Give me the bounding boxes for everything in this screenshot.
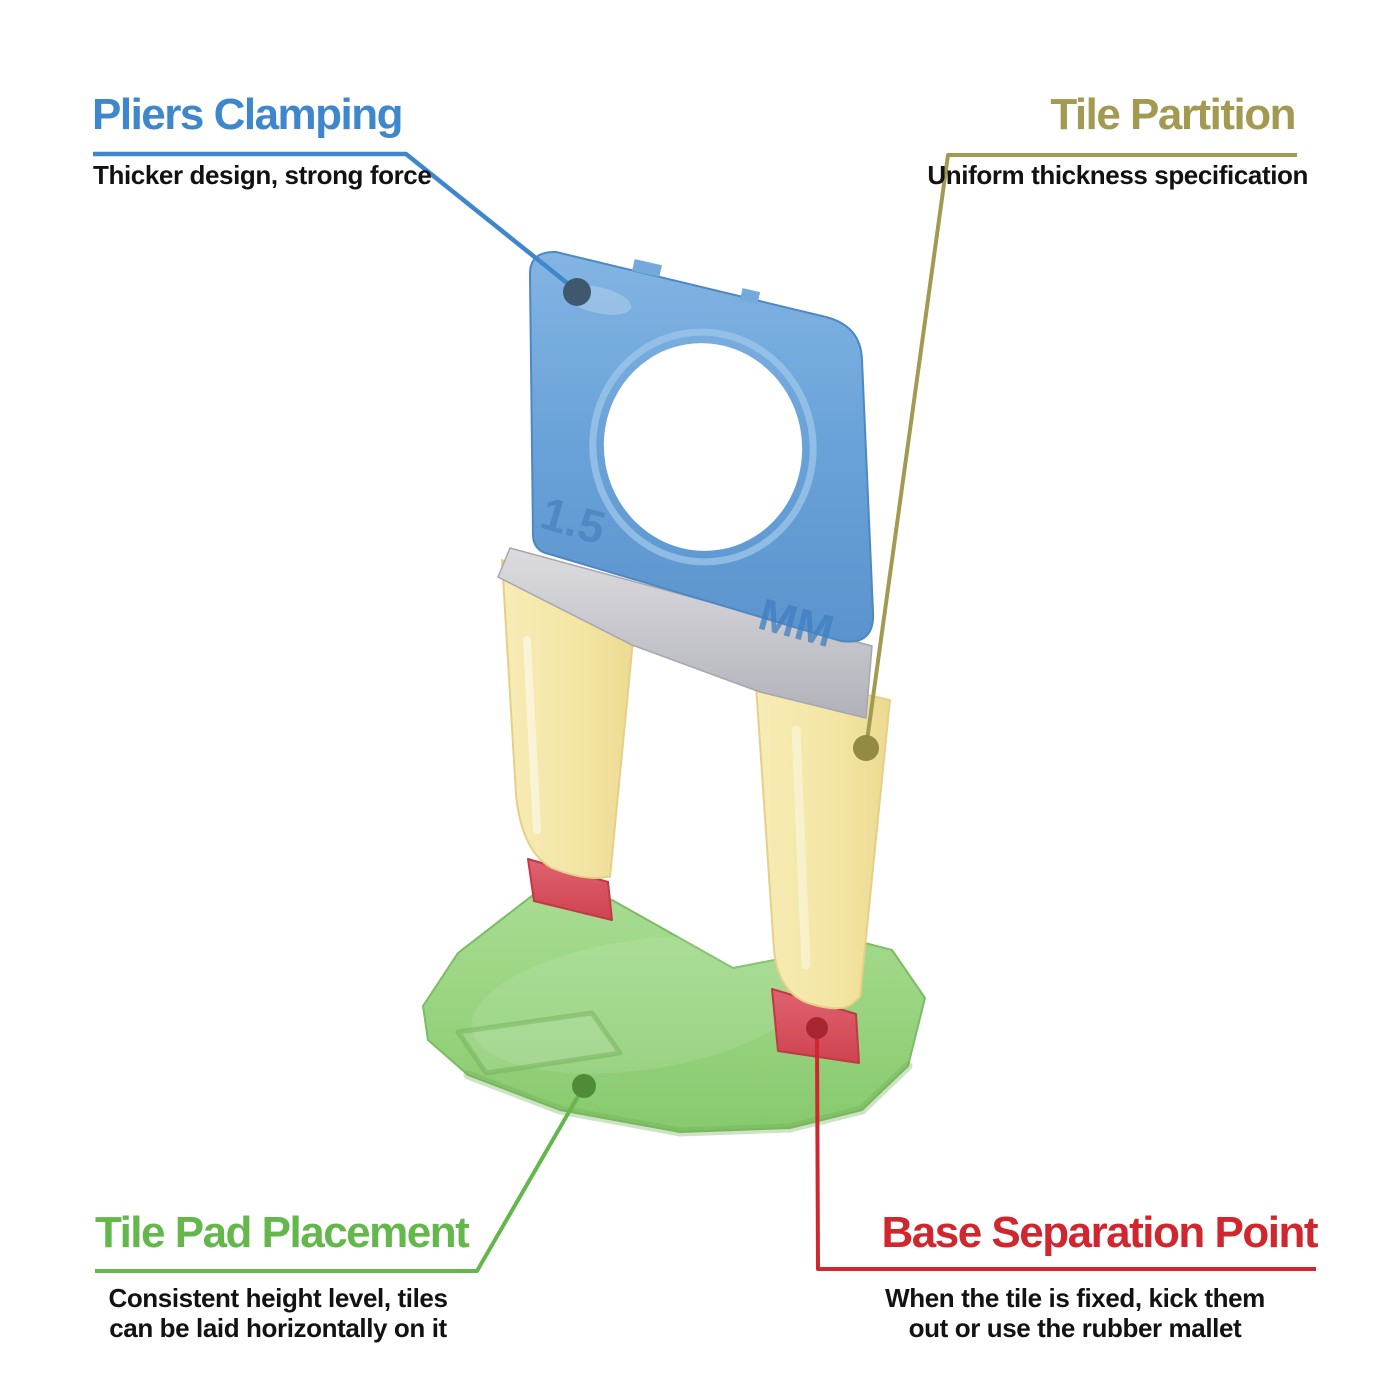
base-pad-sheen — [471, 936, 809, 1074]
callout-tile-pad-placement-subtitle: Consistent height level, tiles can be la… — [78, 1283, 478, 1343]
clamp-plate-bump-2 — [739, 288, 761, 304]
tile-partition-subtitle: Uniform thickness specification — [927, 160, 1308, 190]
tile-pad-placement-subtitle-line2: can be laid horizontally on it — [109, 1313, 447, 1343]
pliers-hole-rim — [589, 328, 817, 566]
callout-pliers-clamping-subtitle: Thicker design, strong force — [93, 160, 432, 190]
callout-base-separation-point-subtitle: When the tile is fixed, kick them out or… — [835, 1283, 1315, 1343]
pliers-hole — [603, 343, 803, 551]
separation-anchor-dot — [806, 1017, 828, 1039]
pliers-anchor-dot — [563, 278, 591, 306]
pliers-clamping-subtitle: Thicker design, strong force — [93, 160, 432, 190]
callout-tile-partition-subtitle: Uniform thickness specification — [927, 160, 1308, 190]
pad-leader-line — [95, 1084, 586, 1273]
callout-tile-partition: Tile Partition — [1050, 90, 1296, 139]
tile-pad-placement-title: Tile Pad Placement — [95, 1208, 470, 1257]
breakpoint-band — [497, 547, 873, 719]
base-separation-point-subtitle-line1: When the tile is fixed, kick them — [885, 1283, 1265, 1313]
base-separation-point-subtitle-line2: out or use the rubber mallet — [908, 1313, 1242, 1343]
clamp-plate-bump-1 — [632, 259, 662, 277]
callout-tile-pad-placement: Tile Pad Placement — [95, 1208, 470, 1257]
partition-leader-line — [864, 153, 1297, 749]
partition-anchor-dot — [853, 735, 879, 761]
separation-leader-line — [815, 1037, 1316, 1271]
leg-left-highlight — [523, 636, 541, 834]
base-separation-point-title: Base Separation Point — [881, 1208, 1318, 1257]
tile-pad-placement-subtitle-line1: Consistent height level, tiles — [108, 1283, 448, 1313]
callout-pliers-clamping: Pliers Clamping — [92, 90, 404, 139]
callout-base-separation-point: Base Separation Point — [881, 1208, 1318, 1257]
pliers-leader-line — [93, 151, 579, 293]
pad-anchor-dot — [572, 1074, 596, 1098]
tile-partition-title: Tile Partition — [1050, 90, 1296, 139]
pliers-clamping-title: Pliers Clamping — [92, 90, 404, 139]
leg-right-highlight — [791, 725, 811, 970]
base-pad-slot — [455, 1010, 623, 1076]
base-pad-edge-shadow — [463, 1061, 913, 1137]
